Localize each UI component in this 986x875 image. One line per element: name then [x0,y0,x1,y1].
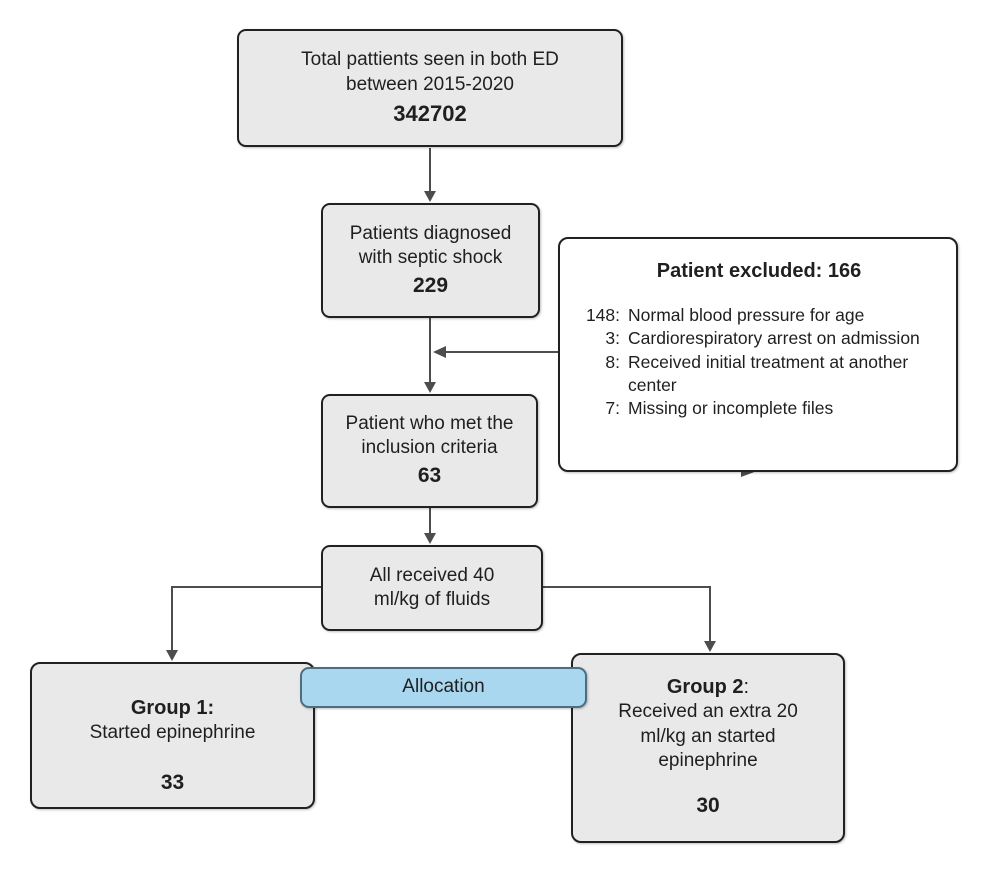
node-text-line: inclusion criteria [361,437,498,459]
node-group2: Group 2: Received an extra 20 ml/kg an s… [571,653,845,843]
group2-title-colon: : [743,676,750,698]
node-total-patients: Total pattients seen in both ED between … [237,29,623,147]
group2-desc: Received an extra 20 ml/kg an started ep… [618,701,798,771]
excluded-item-count: 8: [605,351,620,372]
node-text-line: between 2015-2020 [346,73,514,95]
excluded-item: 3: Cardiorespiratory arrest on admission [574,327,944,350]
group2-title-text: Group 2 [666,676,744,698]
arrow-fluids-to-group1 [171,586,321,651]
excluded-list: 148: Normal blood pressure for age 3: Ca… [574,304,944,419]
excluded-item-count: 7: [605,397,620,418]
node-text-line: ml/kg of fluids [373,589,491,610]
arrowhead-fluids [424,533,436,544]
node-fluids: All received 40 ml/kg of fluids [321,545,543,631]
arrowhead-excluded [433,346,446,358]
arrowhead-inclusion [424,382,436,393]
group2-title: Group 2: [667,675,749,700]
excluded-item: 7: Missing or incomplete files [574,397,944,420]
node-inclusion-criteria: Patient who met the inclusion criteria 6… [321,394,538,508]
excluded-item-count: 148: [585,305,620,326]
group2-count: 30 [696,793,720,817]
node-septic-shock: Patients diagnosed with septic shock 229 [321,203,540,318]
group1-count: 33 [160,770,185,794]
arrowhead-diagnosed [424,191,436,202]
node-group1: Group 1: Started epinephrine 33 [30,662,315,809]
excluded-title: Patient excluded: 166 [656,260,862,282]
node-text-line: with septic shock [358,246,503,268]
node-count: 63 [417,464,442,488]
node-excluded: Patient excluded: 166 148: Normal blood … [558,237,958,472]
node-count: 342702 [393,100,467,126]
excluded-item: 8: Received initial treatment at another… [574,351,944,397]
excluded-item-text: Missing or incomplete files [628,397,834,418]
node-text-line: All received 40 [369,564,495,586]
allocation-label: Allocation [402,676,485,698]
node-allocation-band: Allocation [300,667,587,708]
arrow-fluids-to-group2 [543,586,711,642]
excluded-item-text: Normal blood pressure for age [628,305,865,326]
excluded-item-text: Received initial treatment at another ce… [628,351,909,395]
excluded-item: 148: Normal blood pressure for age [574,304,944,327]
node-text-line: Patients diagnosed [349,222,512,244]
excluded-item-count: 3: [605,328,620,349]
excluded-item-text: Cardiorespiratory arrest on admission [628,328,920,349]
arrowhead-group2 [704,641,716,652]
node-count: 229 [412,273,449,297]
node-text-line: Total pattients seen in both ED [301,49,559,71]
node-text-line: Patient who met the [345,413,514,435]
group1-desc: Started epinephrine [89,722,256,744]
group1-title: Group 1: [130,697,215,719]
arrowhead-group1 [166,650,178,661]
